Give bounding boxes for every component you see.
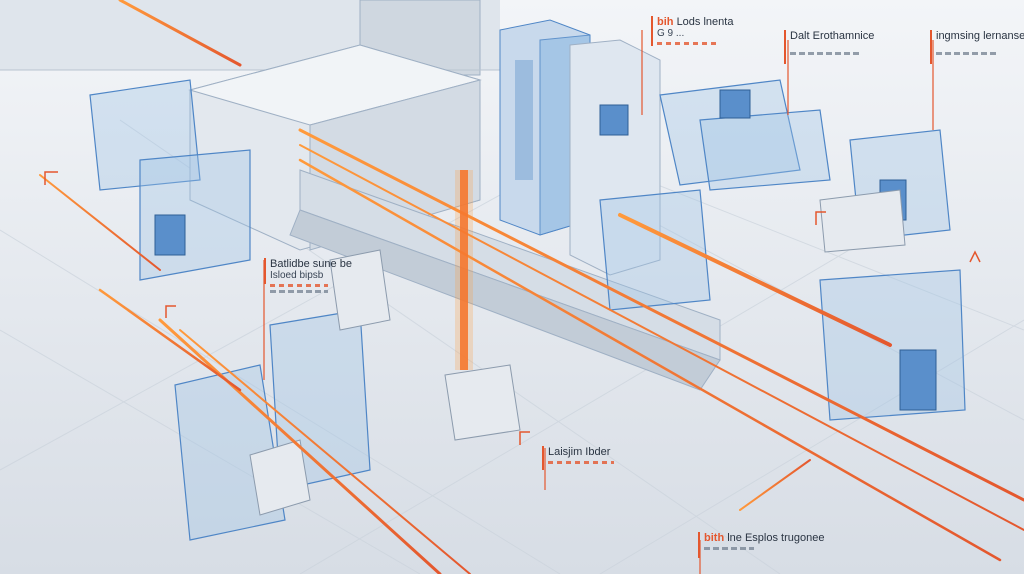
- central-tower: [499, 19, 661, 276]
- callout-text-lines: [270, 284, 328, 287]
- back-wall: [0, 0, 500, 76]
- callout-mark: [930, 30, 932, 64]
- vertical-beam: [455, 170, 473, 370]
- callout-text-lines: [270, 290, 328, 293]
- callout-mark: [698, 532, 700, 558]
- laser-beams: [39, 0, 1024, 574]
- callout-mark: [784, 30, 786, 64]
- callout-bottom-right: bith lne Esplos trugonee: [698, 532, 825, 558]
- callout-top-right-b: ingmsing lernanse: [930, 30, 1024, 64]
- callout-bottom-mid: Laisjim Ibder: [542, 446, 614, 470]
- callout-mark: [542, 446, 544, 470]
- callout-title: lne Esplos trugonee: [727, 532, 825, 544]
- callout-title: Batlidbe sune be: [270, 258, 352, 270]
- callout-highlight: bih: [657, 16, 674, 28]
- steel-units: [249, 189, 906, 516]
- callout-subtitle: G 9 ...: [657, 28, 685, 39]
- callout-text-lines: [704, 547, 754, 550]
- marker-arrows: [44, 171, 981, 445]
- callout-leaders: [263, 30, 934, 574]
- callout-top-center: bih Lods lnenta G 9 ...: [651, 16, 734, 46]
- callout-text-lines: [936, 52, 998, 55]
- callout-text-lines: [657, 42, 717, 45]
- callout-text-lines: [548, 461, 614, 464]
- callout-text-lines: [790, 52, 860, 55]
- callout-title: Laisjim Ibder: [548, 446, 611, 458]
- callout-highlight: bith: [704, 532, 725, 544]
- callout-subtitle: Isloed bipsb: [270, 270, 324, 281]
- callout-mark: [651, 16, 653, 46]
- callout-title: ingmsing lernanse: [936, 30, 1024, 42]
- callout-title: Lods lnenta: [676, 16, 734, 28]
- callout-left-mid: Batlidbe sune be Isloed bipsb: [264, 258, 352, 293]
- callout-mark: [264, 258, 266, 284]
- callout-title: Dalt Erothamnice: [790, 30, 875, 42]
- callout-top-right-a: Dalt Erothamnice: [784, 30, 875, 64]
